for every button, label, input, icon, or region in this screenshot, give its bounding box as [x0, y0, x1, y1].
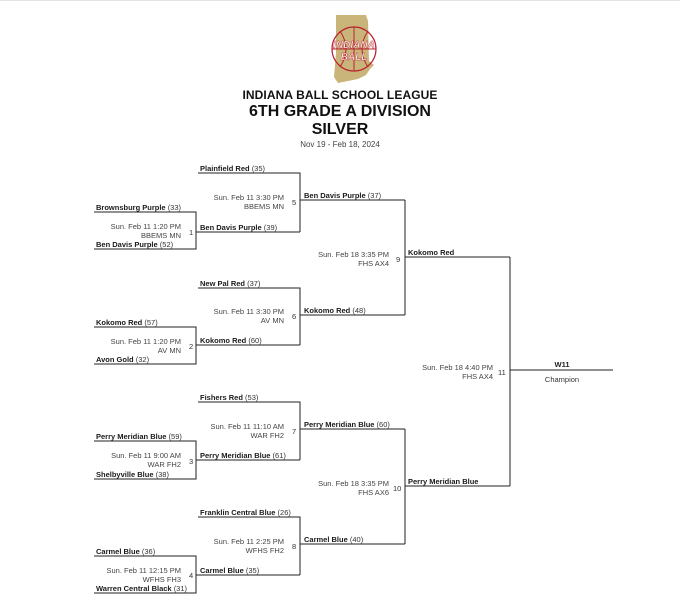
- g5-top-team: Plainfield Red (35): [200, 164, 266, 173]
- top-divider: [0, 0, 680, 1]
- g8-number: 8: [292, 542, 297, 551]
- g2-number: 2: [189, 342, 194, 351]
- g9-number: 9: [396, 255, 401, 264]
- champion-caption: Champion: [544, 375, 580, 384]
- g7-top-team: Fishers Red (53): [200, 393, 259, 402]
- g2-top-team: Kokomo Red (57): [96, 318, 158, 327]
- champion-slot: W11: [554, 360, 570, 369]
- season-dates: Nov 19 - Feb 18, 2024: [300, 140, 380, 149]
- league-title: INDIANA BALL SCHOOL LEAGUE: [242, 88, 438, 102]
- g9-top-team: Ben Davis Purple (37): [304, 191, 382, 200]
- g1-number: 1: [189, 228, 194, 237]
- g10-number: 10: [393, 484, 402, 493]
- logo-text-2: BALL: [341, 52, 368, 63]
- g8-top-team: Franklin Central Blue (26): [200, 508, 291, 517]
- g9-bottom-team: Kokomo Red (48): [304, 306, 366, 315]
- g7-number: 7: [292, 427, 297, 436]
- g10-bottom-team: Carmel Blue (40): [304, 535, 364, 544]
- g4-number: 4: [189, 571, 194, 580]
- logo-text-1: INDIANA: [333, 40, 375, 51]
- g11-number: 11: [498, 368, 506, 377]
- bracket-title: SILVER: [311, 121, 369, 138]
- g6-bottom-team: Kokomo Red (60): [200, 336, 262, 345]
- g7-bottom-team: Perry Meridian Blue (61): [200, 451, 286, 460]
- g10-top-team: Perry Meridian Blue (60): [304, 420, 390, 429]
- g4-bottom-team: Warren Central Black (31): [96, 584, 188, 593]
- g3-top-team: Perry Meridian Blue (59): [96, 432, 182, 441]
- g8-bottom-team: Carmel Blue (35): [200, 566, 260, 575]
- g5-number: 5: [292, 198, 297, 207]
- g1-top-team: Brownsburg Purple (33): [96, 203, 182, 212]
- g3-bottom-team: Shelbyville Blue (38): [96, 470, 169, 479]
- g5-bottom-team: Ben Davis Purple (39): [200, 223, 278, 232]
- g11-top-team: Kokomo Red: [408, 248, 455, 257]
- g6-top-team: New Pal Red (37): [200, 279, 261, 288]
- g2-bottom-team: Avon Gold (32): [96, 355, 150, 364]
- g4-top-team: Carmel Blue (36): [96, 547, 156, 556]
- division-title: 6TH GRADE A DIVISION: [249, 103, 431, 120]
- g1-bottom-team: Ben Davis Purple (52): [96, 240, 174, 249]
- g6-number: 6: [292, 312, 297, 321]
- g3-number: 3: [189, 457, 194, 466]
- indiana-ball-logo: INDIANA BALL: [322, 13, 386, 85]
- g11-bottom-team: Perry Meridian Blue: [408, 477, 479, 486]
